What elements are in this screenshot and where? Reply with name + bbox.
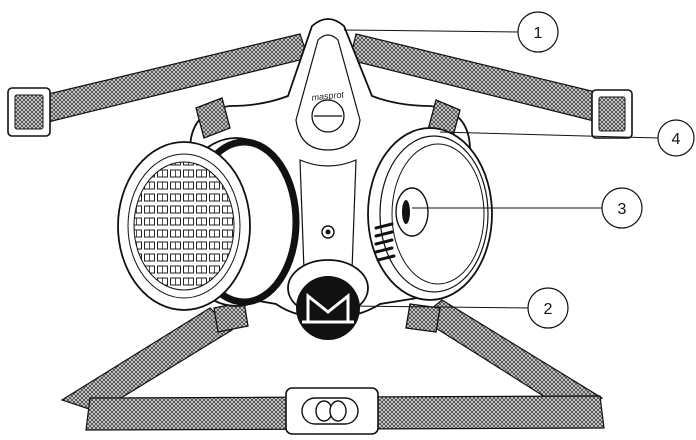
strap-clip-upper-left [195, 97, 231, 139]
callout-1: 1 [517, 11, 559, 53]
strap-clip-lower-right [405, 303, 441, 333]
callout-1-label: 1 [534, 25, 543, 42]
callout-4: 4 [657, 119, 695, 157]
cartridge-holder-right [367, 127, 493, 301]
brand-emblem: masprot [311, 89, 345, 133]
filter-cartridge-left [117, 137, 300, 311]
callout-2: 2 [527, 287, 569, 329]
brand-name: masprot [311, 89, 345, 102]
callout-3: 3 [601, 187, 643, 229]
bottom-strap [85, 387, 605, 435]
callout-3-label: 3 [618, 201, 627, 218]
lower-strap-left [60, 307, 233, 413]
callout-leader-lines [343, 29, 661, 309]
exhalation-valve [287, 259, 369, 340]
buckle-upper-right [591, 89, 633, 139]
callout-4-label: 4 [672, 131, 681, 148]
lower-strap-right [418, 299, 604, 415]
callout-2-label: 2 [544, 301, 553, 318]
m-logo-icon [302, 292, 354, 324]
buckle-upper-left [7, 87, 51, 137]
